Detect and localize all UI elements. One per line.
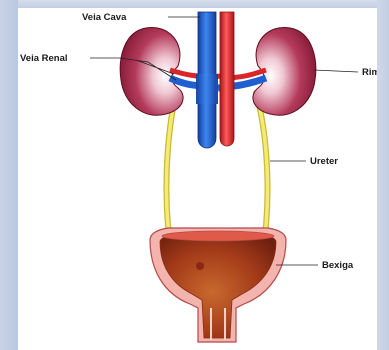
bladder bbox=[150, 228, 286, 342]
label-kidney: Rim bbox=[362, 67, 377, 78]
frame-top bbox=[0, 0, 389, 8]
ureters bbox=[166, 93, 267, 246]
label-bladder: Bexiga bbox=[322, 260, 354, 271]
urinary-system-figure: Veia Cava Veia Renal Rim Ureter Bexiga bbox=[18, 8, 377, 350]
label-vena-cava: Veia Cava bbox=[82, 12, 127, 23]
frame-right bbox=[377, 0, 389, 350]
right-ureter bbox=[246, 93, 268, 246]
leader-kidney bbox=[314, 70, 358, 72]
frame-left bbox=[0, 0, 18, 350]
urinary-system-diagram: Veia Cava Veia Renal Rim Ureter Bexiga bbox=[18, 8, 377, 350]
aorta bbox=[220, 12, 234, 146]
label-ureter: Ureter bbox=[310, 156, 338, 167]
label-renal-vein: Veia Renal bbox=[20, 53, 68, 64]
